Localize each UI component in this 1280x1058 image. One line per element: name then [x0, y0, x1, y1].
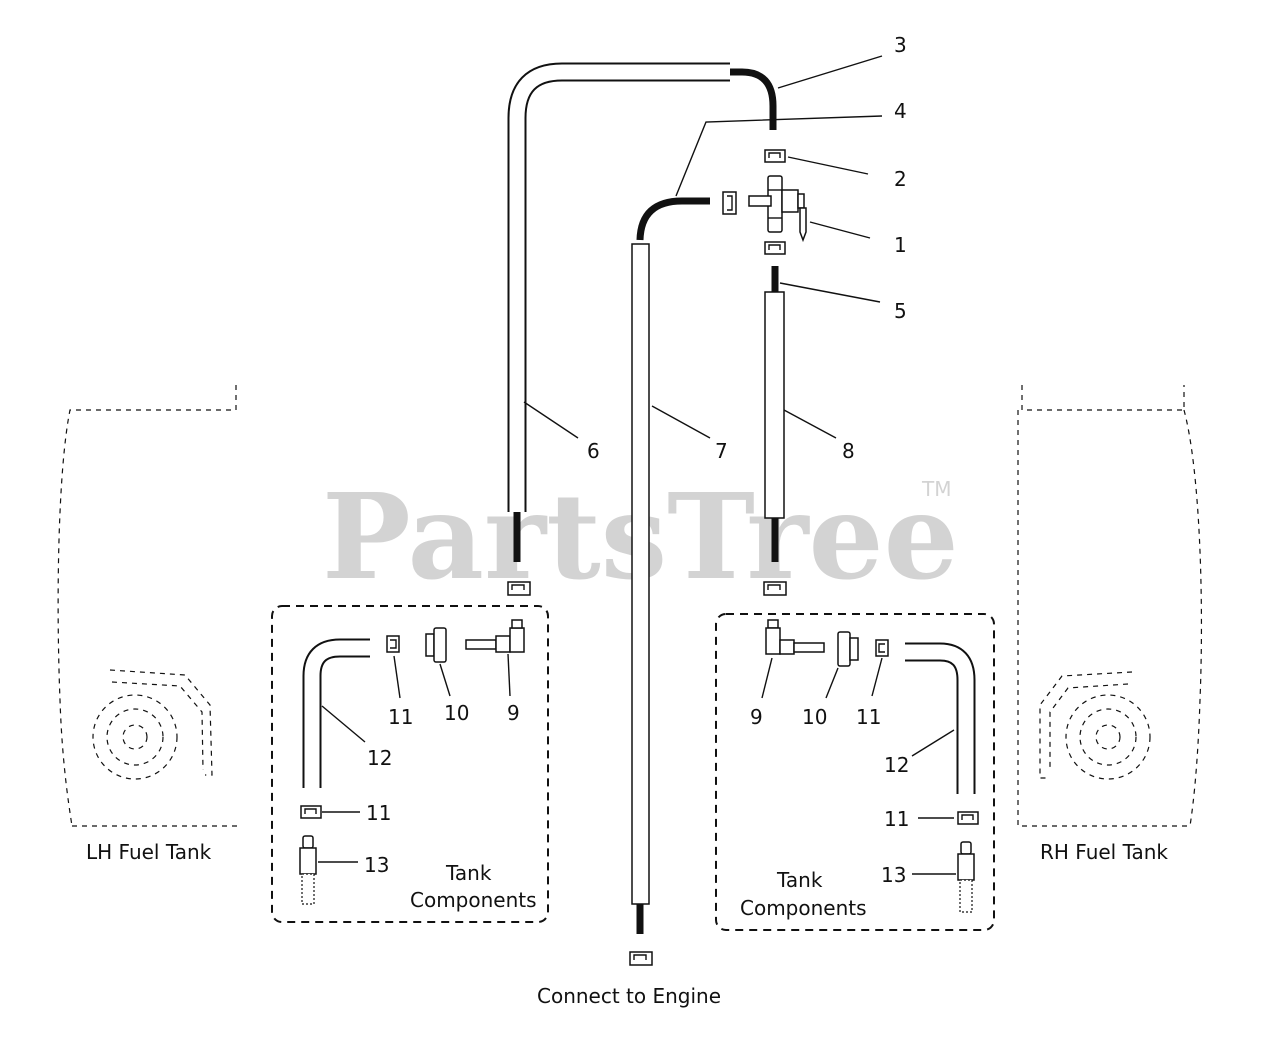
watermark-tm: TM	[921, 477, 951, 501]
hose-6	[507, 62, 730, 562]
fuel-valve-icon	[748, 175, 807, 243]
lh-callout-10: 10	[444, 701, 469, 725]
lh-callout-11-bottom: 11	[366, 801, 391, 825]
lh-callout-12: 12	[367, 746, 392, 770]
lh-fitting-9	[465, 619, 525, 653]
connect-to-engine-label: Connect to Engine	[537, 984, 721, 1008]
lh-grommet-10	[425, 627, 447, 663]
lh-tank-cap-icon	[92, 669, 213, 780]
rh-callout-11-bottom: 11	[884, 807, 909, 831]
rh-tank-components-box	[715, 613, 995, 931]
rh-fitting-9	[765, 619, 825, 655]
rh-elbow-tube-12	[905, 642, 976, 794]
lh-tank-components-label-line2: Components	[410, 888, 537, 912]
rh-callout-12: 12	[884, 753, 909, 777]
rh-tank-components-label-line1: Tank	[776, 868, 823, 892]
clamp-hose-6-end	[507, 581, 531, 596]
hose-3	[730, 68, 777, 130]
text-labels: LH Fuel Tank RH Fuel Tank Tank Component…	[86, 840, 1168, 1008]
lh-clamp-11-bottom	[300, 805, 322, 819]
rh-clamp-11-bottom	[957, 811, 979, 825]
lh-callout-13: 13	[364, 853, 389, 877]
hose-7	[631, 243, 650, 934]
callout-labels: 3 4 2 1 5 6 7 8 11 10 9 12 11 13 9 10 11…	[364, 33, 909, 887]
rh-fuel-tank-label: RH Fuel Tank	[1040, 840, 1168, 864]
callout-6: 6	[587, 439, 600, 463]
rh-tank-components-label-line2: Components	[740, 896, 867, 920]
lh-filter-13	[299, 835, 317, 905]
rh-callout-9: 9	[750, 705, 763, 729]
lh-tank-components-box	[271, 605, 549, 923]
callout-5: 5	[894, 299, 907, 323]
rh-callout-11-top: 11	[856, 705, 881, 729]
clamp-2	[764, 149, 786, 163]
clamp-engine	[629, 951, 653, 966]
leader-lines	[318, 55, 956, 875]
callout-8: 8	[842, 439, 855, 463]
rh-fuel-tank-outline	[1017, 385, 1203, 827]
rh-filter-13	[957, 841, 975, 913]
rh-callout-13: 13	[881, 863, 906, 887]
lh-fuel-tank-outline	[57, 385, 238, 827]
clamp-1-bottom	[764, 241, 786, 255]
lh-callout-9: 9	[507, 701, 520, 725]
callout-7: 7	[715, 439, 728, 463]
lh-clamp-11-top	[386, 635, 400, 653]
hose-8	[764, 291, 785, 562]
clamp-hose-8-end	[763, 581, 787, 596]
rh-clamp-11-top	[875, 639, 889, 657]
callout-3: 3	[894, 33, 907, 57]
rh-grommet-10	[837, 631, 859, 667]
hose-4	[636, 197, 710, 241]
callout-2: 2	[894, 167, 907, 191]
rh-tank-cap-icon	[1039, 671, 1151, 780]
callout-4: 4	[894, 99, 907, 123]
lh-tank-components-label-line1: Tank	[445, 861, 492, 885]
callout-1: 1	[894, 233, 907, 257]
clamp-hose-4	[722, 191, 737, 215]
lh-callout-11-top: 11	[388, 705, 413, 729]
lh-elbow-tube-12	[302, 638, 370, 788]
lh-fuel-tank-label: LH Fuel Tank	[86, 840, 212, 864]
rh-callout-10: 10	[802, 705, 827, 729]
